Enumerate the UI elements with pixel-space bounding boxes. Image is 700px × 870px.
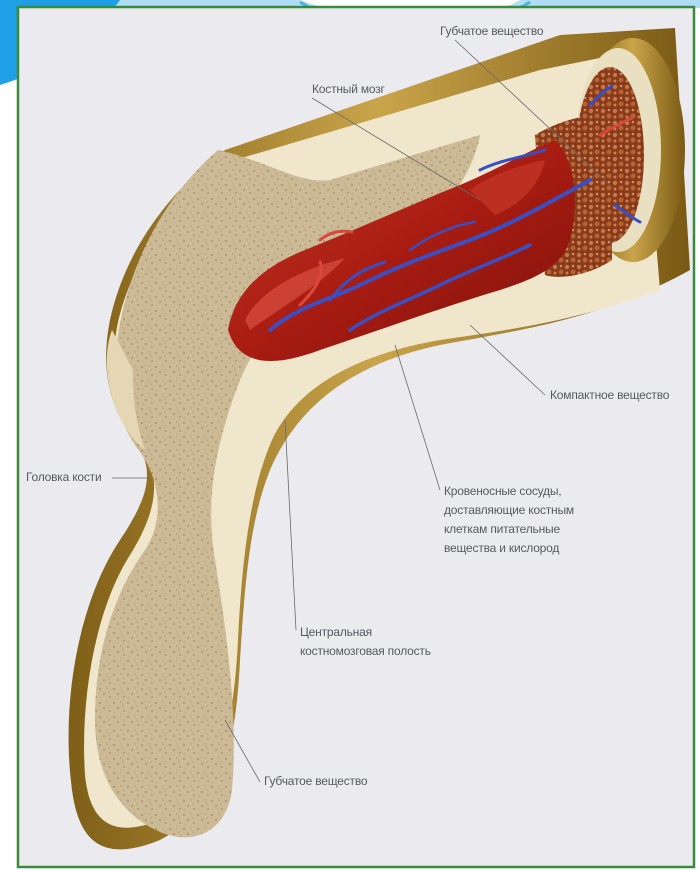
label-vessels: Кровеносные сосуды, доставляющие костным…	[444, 482, 574, 558]
label-vessels-line-1: Кровеносные сосуды,	[444, 482, 574, 501]
label-spongy-bottom: Губчатое вещество	[264, 772, 367, 791]
label-vessels-line-3: клеткам питательные	[444, 520, 574, 539]
label-compact: Компактное вещество	[550, 386, 669, 405]
label-vessels-line-4: вещества и кислород	[444, 539, 574, 558]
label-cavity-line-1: Центральная	[300, 623, 431, 642]
label-cavity: Центральная костномозговая полость	[300, 623, 431, 661]
label-bone-marrow: Костный мозг	[312, 80, 385, 99]
label-vessels-line-2: доставляющие костным	[444, 501, 574, 520]
label-cavity-line-2: костномозговая полость	[300, 642, 431, 661]
label-spongy-top: Губчатое вещество	[440, 22, 543, 41]
label-head: Головка кости	[26, 468, 101, 487]
